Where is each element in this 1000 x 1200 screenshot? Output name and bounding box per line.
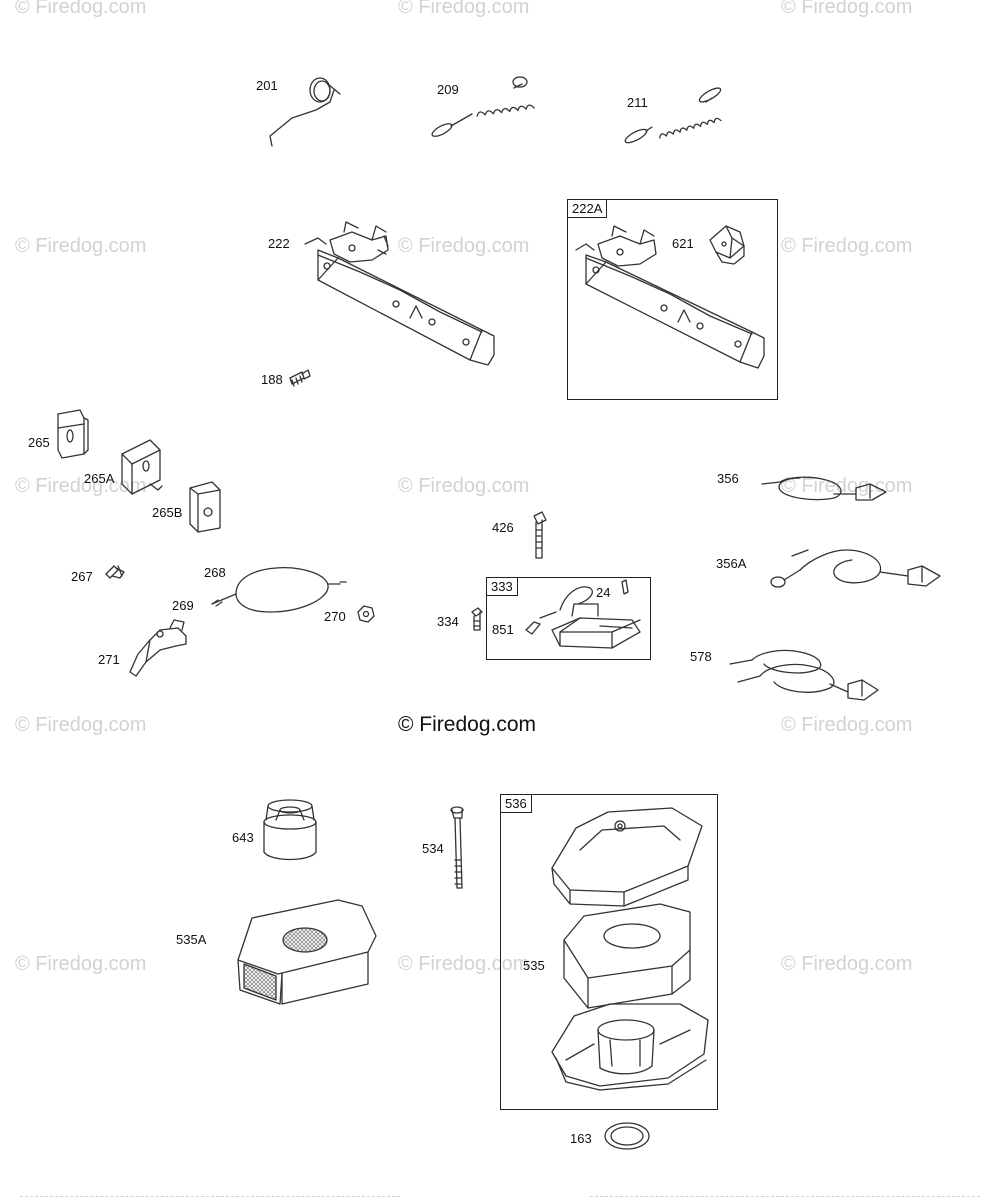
- watermark: © Firedog.com: [398, 235, 530, 257]
- part-267-screw: [105, 565, 125, 579]
- part-621: [709, 225, 745, 265]
- part-271-lever: [129, 619, 187, 677]
- part-number: 643: [232, 830, 254, 845]
- group-box-333: 333: [486, 577, 651, 660]
- bottom-divider: [20, 1196, 400, 1198]
- part-number: 578: [690, 649, 712, 664]
- part-number: 268: [204, 565, 226, 580]
- part-number: 265B: [152, 505, 183, 520]
- part-536-cover: [551, 807, 703, 907]
- part-578-wire: [729, 649, 879, 701]
- part-number: 426: [492, 520, 514, 535]
- watermark: © Firedog.com: [781, 714, 913, 736]
- watermark: © Firedog.com: [781, 953, 913, 975]
- watermark: © Firedog.com: [15, 953, 147, 975]
- part-188-screw: [289, 369, 311, 387]
- part-334-screw: [471, 607, 483, 631]
- watermark: © Firedog.com: [398, 0, 530, 18]
- part-number: 188: [261, 372, 283, 387]
- group-box-536: 536: [500, 794, 718, 1110]
- part-number: 334: [437, 614, 459, 629]
- watermark: © Firedog.com: [15, 475, 147, 497]
- part-number: 163: [570, 1131, 592, 1146]
- part-643-boot: [263, 799, 317, 861]
- part-number: 265A: [84, 471, 115, 486]
- part-number: 265: [28, 435, 50, 450]
- watermark: © Firedog.com: [15, 714, 147, 736]
- part-333-armature: [525, 586, 641, 649]
- part-270-nut: [357, 605, 375, 623]
- part-number: 269: [172, 598, 194, 613]
- part-163-seal: [604, 1122, 650, 1150]
- part-222-bracket: [304, 221, 495, 366]
- bottom-divider: [590, 1196, 980, 1198]
- part-number: 24: [596, 585, 611, 600]
- part-number: 211: [627, 95, 648, 110]
- part-356a-wire: [770, 549, 941, 588]
- part-24-pin: [621, 579, 629, 595]
- part-356-wire: [761, 476, 887, 501]
- part-265b-plate: [189, 481, 221, 533]
- part-211-spring: [624, 87, 722, 144]
- watermark: © Firedog.com: [398, 953, 530, 975]
- part-201-spring: [269, 77, 341, 147]
- part-209-spring: [431, 76, 535, 137]
- part-number: 222: [268, 236, 290, 251]
- part-number: 535A: [176, 932, 207, 947]
- part-number: 209: [437, 82, 459, 97]
- part-number: 271: [98, 652, 120, 667]
- part-536-base: [551, 1003, 709, 1091]
- part-number: 535: [523, 958, 545, 973]
- part-number: 356: [717, 471, 739, 486]
- group-box-tag: 333: [487, 578, 518, 596]
- part-426-bolt: [533, 511, 547, 559]
- center-watermark: © Firedog.com: [398, 713, 537, 736]
- watermark: © Firedog.com: [781, 475, 913, 497]
- part-number: 267: [71, 569, 93, 584]
- part-number: 356A: [716, 556, 747, 571]
- watermark: © Firedog.com: [398, 475, 530, 497]
- watermark: © Firedog.com: [781, 0, 913, 18]
- part-265a-plate: [121, 439, 163, 495]
- part-number: 270: [324, 609, 346, 624]
- group-box-tag: 222A: [568, 200, 608, 218]
- part-265-plate: [57, 409, 89, 459]
- group-box-222a: 222A: [567, 199, 778, 400]
- part-number: 621: [672, 236, 694, 251]
- part-268-cable: [211, 567, 347, 613]
- part-222a-bracket: [575, 225, 765, 369]
- part-number: 534: [422, 841, 444, 856]
- watermark: © Firedog.com: [781, 235, 913, 257]
- watermark: © Firedog.com: [15, 235, 147, 257]
- part-534-bolt: [450, 806, 464, 889]
- part-535-filter: [563, 903, 691, 1009]
- group-box-tag: 536: [501, 795, 532, 813]
- part-number: 201: [256, 78, 278, 93]
- watermark: © Firedog.com: [15, 0, 147, 18]
- part-535a-filter: [237, 899, 377, 1005]
- part-number: 851: [492, 622, 514, 637]
